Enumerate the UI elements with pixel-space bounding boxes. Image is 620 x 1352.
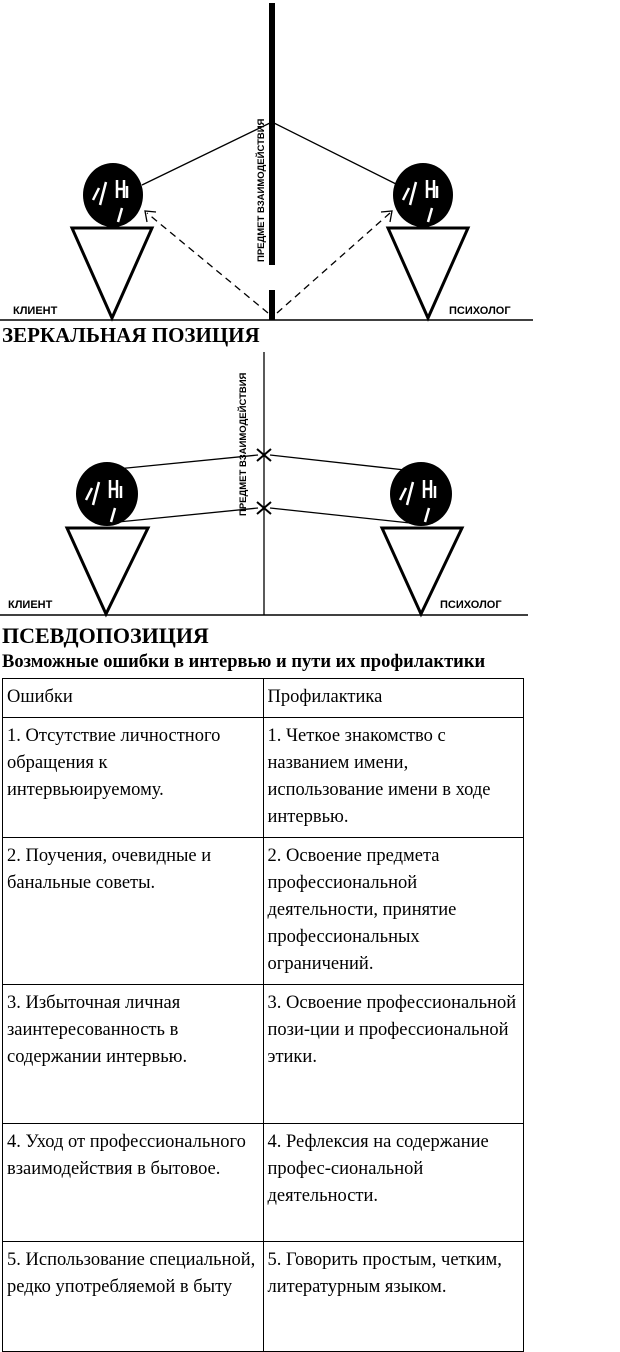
- table-row: 5. Использование специальной, редко упот…: [2, 1241, 524, 1352]
- error-cell: 5. Использование специальной, редко упот…: [2, 1241, 264, 1352]
- prevention-cell: 5. Говорить простым, четким, литературны…: [262, 1241, 524, 1352]
- psychologist-figure: [385, 163, 471, 322]
- mirror-position-diagram: ПРЕДМЕТ ВЗАИМОДЕЙСТВИЯ КЛИЕНТ ПСИХОЛОГ: [0, 3, 533, 322]
- table-row: 2. Поучения, очевидные и банальные совет…: [2, 837, 524, 985]
- psychologist-label: ПСИХОЛОГ: [449, 305, 511, 317]
- table-row: 1. Отсутствие личностного обращения к ин…: [2, 717, 524, 838]
- connection-line: [117, 507, 259, 523]
- pseudo-position-diagram: ПРЕДМЕТ ВЗАИМОДЕЙСТВИЯ КЛИЕНТ ПСИХОЛОГ: [0, 352, 528, 618]
- prevention-cell: 4. Рефлексия на содержание профес-сионал…: [262, 1123, 524, 1242]
- error-cell: 3. Избыточная личная заинтересованность …: [2, 984, 264, 1124]
- client-figure: [69, 163, 155, 322]
- client-label: КЛИЕНТ: [8, 599, 53, 611]
- mirror-position-caption: ЗЕРКАЛЬНАЯ ПОЗИЦИЯ: [2, 323, 260, 347]
- header-prevention: Профилактика: [262, 678, 524, 718]
- subject-label: ПРЕДМЕТ ВЗАИМОДЕЙСТВИЯ: [255, 118, 267, 262]
- arrowhead-icon: [144, 210, 157, 223]
- connection-line: [269, 507, 411, 524]
- error-cell: 4. Уход от профессионального взаимодейст…: [2, 1123, 264, 1242]
- table-row: 4. Уход от профессионального взаимодейст…: [2, 1123, 524, 1242]
- client-figure: [64, 462, 151, 618]
- attention-line: [141, 121, 399, 186]
- pseudo-position-caption: ПСЕВДОПОЗИЦИЯ: [2, 623, 209, 648]
- reflection-arrow-left: [146, 212, 269, 314]
- error-cell: 1. Отсутствие личностного обращения к ин…: [2, 717, 264, 838]
- reflection-arrow-right: [276, 212, 391, 314]
- psychologist-figure: [379, 462, 465, 618]
- connection-line: [116, 454, 259, 470]
- table-title: Возможные ошибки в интервью и пути их пр…: [2, 652, 486, 672]
- cross-mark-icon: [256, 448, 272, 462]
- prevention-cell: 2. Освоение предмета профессиональной де…: [262, 837, 524, 985]
- cross-mark-icon: [256, 501, 272, 515]
- table-row: 3. Избыточная личная заинтересованность …: [2, 984, 524, 1124]
- connection-line: [269, 454, 406, 471]
- error-cell: 2. Поучения, очевидные и банальные совет…: [2, 837, 264, 985]
- prevention-cell: 3. Освоение профессиональной пози-ции и …: [262, 984, 524, 1124]
- errors-prevention-table: Ошибки Профилактика 1. Отсутствие личнос…: [2, 678, 524, 1352]
- subject-label: ПРЕДМЕТ ВЗАИМОДЕЙСТВИЯ: [237, 372, 249, 516]
- prevention-cell: 1. Четкое знакомство с названием имени, …: [262, 717, 524, 838]
- header-errors: Ошибки: [2, 678, 264, 718]
- arrowhead-icon: [380, 210, 393, 223]
- subject-of-interaction-axis: [269, 3, 275, 320]
- psychologist-label: ПСИХОЛОГ: [440, 599, 502, 611]
- client-label: КЛИЕНТ: [13, 305, 58, 317]
- table-header-row: Ошибки Профилактика: [2, 678, 524, 718]
